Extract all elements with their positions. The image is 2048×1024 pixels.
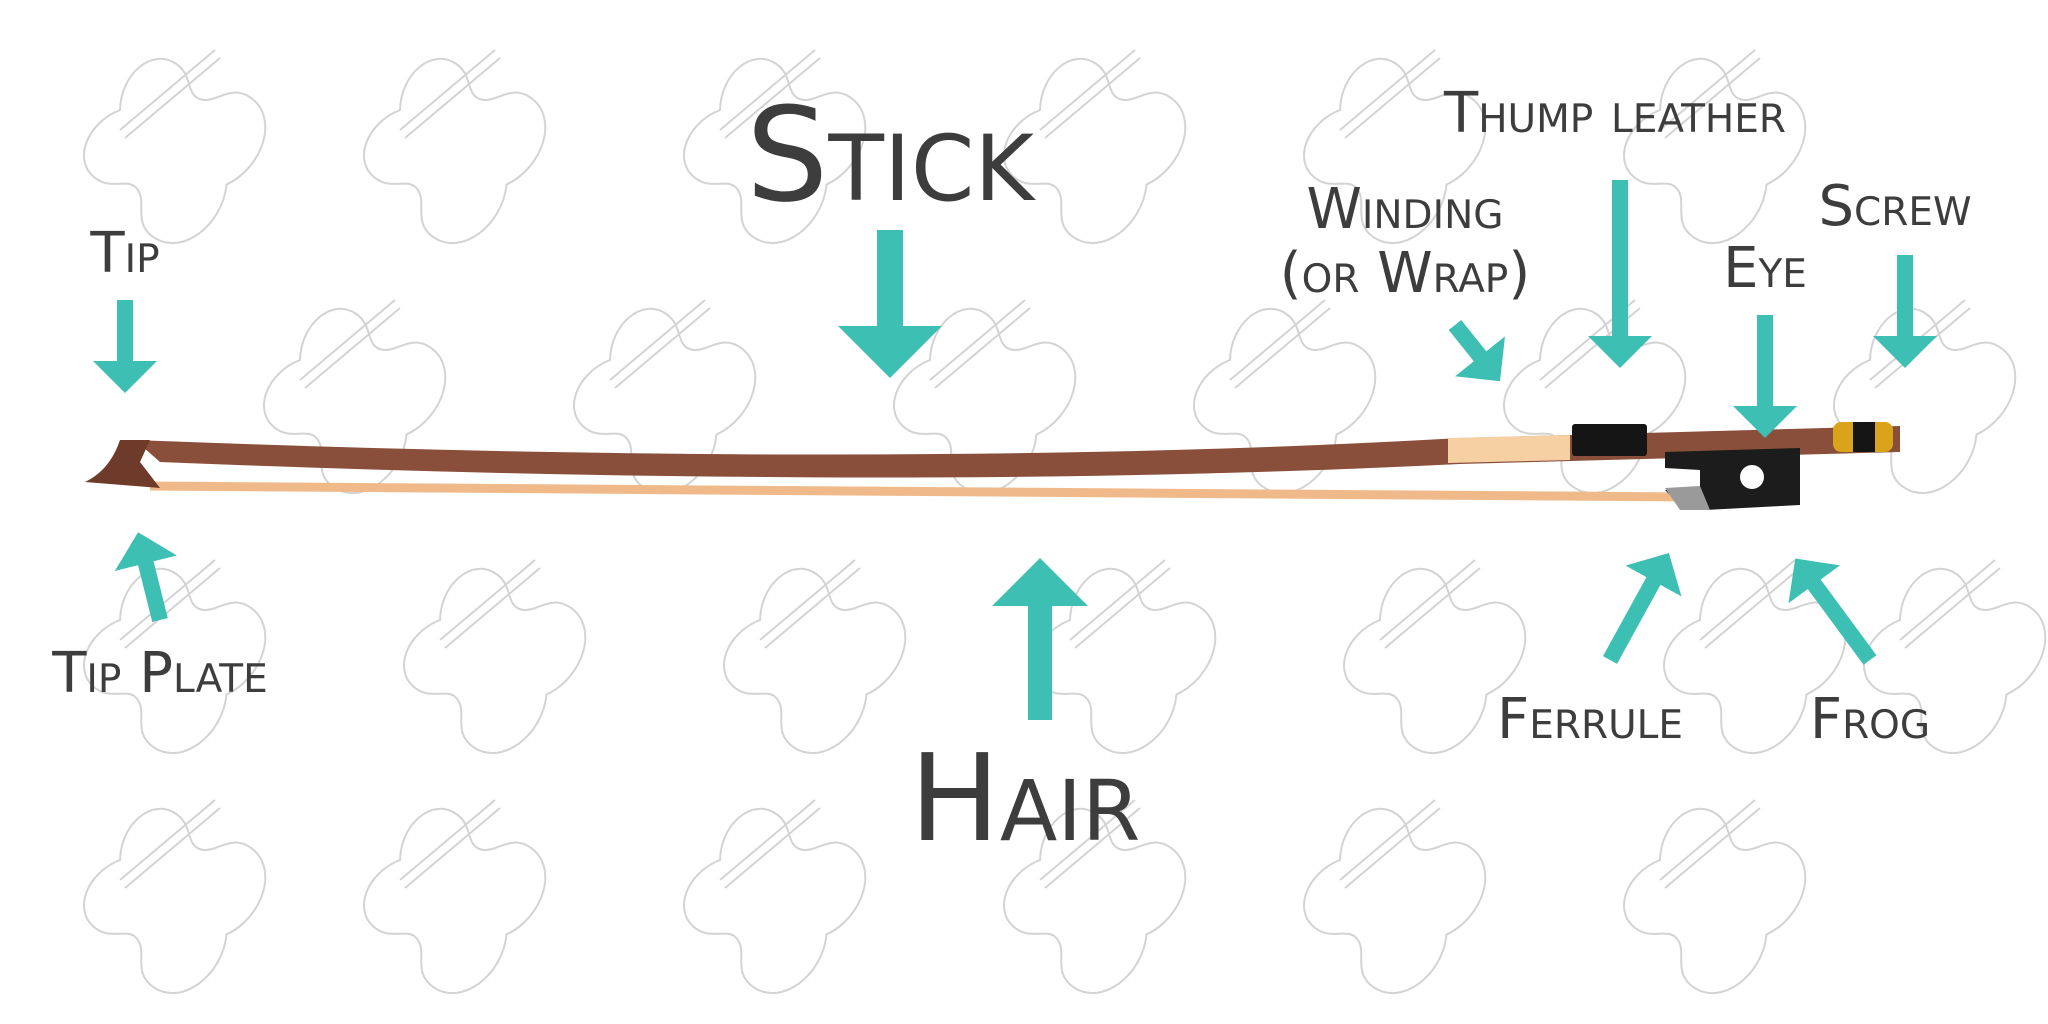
label-tip: Tip	[89, 221, 159, 286]
label-stick: Stick	[746, 79, 1036, 231]
eye	[1740, 465, 1764, 489]
label-or-wrap: (or Wrap)	[1280, 241, 1530, 306]
frog-arrow-icon	[1788, 558, 1877, 665]
label-thump-leather: Thump leather	[1443, 81, 1786, 146]
labels: Stick Hair Tip Tip Plate Thump leather W…	[51, 79, 1971, 869]
bow-hair	[149, 481, 1691, 502]
tip-plate-arrow-icon	[114, 532, 177, 622]
winding-arrow-icon	[1448, 320, 1505, 382]
winding	[1448, 435, 1570, 463]
label-frog: Frog	[1810, 687, 1930, 752]
screw-band	[1853, 422, 1875, 452]
label-screw: Screw	[1818, 174, 1971, 239]
label-eye: Eye	[1723, 236, 1807, 301]
bow-tip-head	[85, 440, 160, 488]
violin-bow	[85, 422, 1900, 510]
thumb-leather	[1572, 424, 1647, 456]
label-hair: Hair	[910, 730, 1141, 869]
ferrule	[1665, 486, 1710, 510]
arrows	[93, 180, 1937, 720]
label-winding: Winding	[1307, 177, 1504, 242]
label-ferrule: Ferrule	[1497, 687, 1683, 752]
ferrule-arrow-icon	[1602, 552, 1682, 664]
label-tip-plate: Tip Plate	[51, 641, 268, 706]
